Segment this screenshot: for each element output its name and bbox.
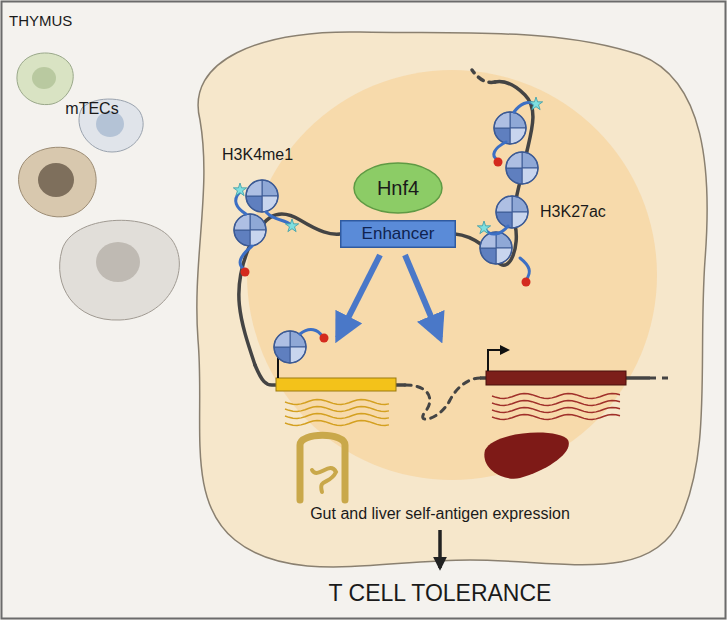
- tss-arrow: [488, 350, 506, 371]
- activation-arrow: [338, 255, 380, 338]
- process-label: Gut and liver self-antigen expression: [310, 505, 570, 523]
- nucleosomes: [233, 97, 542, 363]
- histone-mark-label: H3K27ac: [540, 203, 606, 221]
- gut-gene: [276, 378, 396, 391]
- enhancer-box: Enhancer: [340, 220, 456, 248]
- tolerance-arrow: [438, 530, 442, 568]
- liver-icon: [484, 433, 569, 479]
- mtec-cell: [197, 32, 707, 567]
- activation-arrow: [405, 255, 440, 338]
- transcription-factor: Hnf4: [353, 162, 443, 214]
- liver-gene: [486, 371, 626, 385]
- node-label: Enhancer: [362, 224, 435, 244]
- node-label: Hnf4: [377, 177, 419, 200]
- cell-label: mTECs: [65, 100, 118, 118]
- dna: [472, 70, 495, 82]
- gut-icon: [300, 435, 345, 500]
- dna: [405, 378, 480, 419]
- mtec-cells: [17, 53, 179, 320]
- dna: [239, 82, 533, 365]
- outcome-label: T CELL TOLERANCE: [329, 580, 552, 607]
- dna: [650, 377, 672, 380]
- histone-mark-label: H3K4me1: [222, 146, 293, 164]
- nucleus: [247, 70, 657, 480]
- organ-label: THYMUS: [9, 12, 72, 29]
- transcripts: [285, 394, 620, 426]
